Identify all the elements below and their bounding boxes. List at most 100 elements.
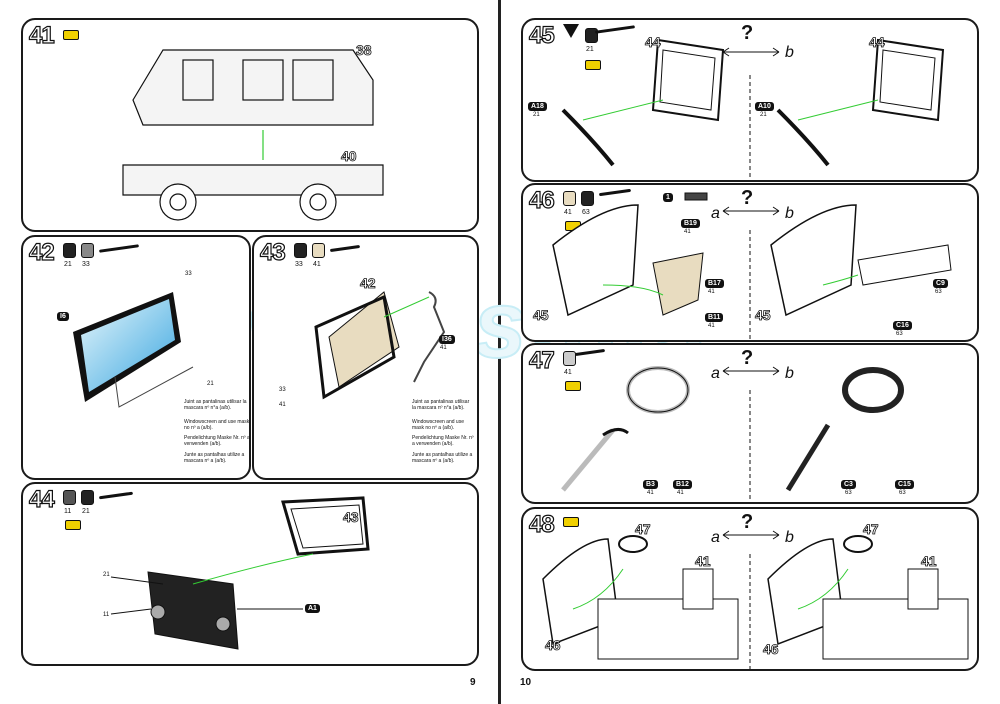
paint-number: 21: [64, 261, 72, 268]
callout-41: 41: [921, 553, 937, 570]
note-text: Pendelichtung Maske Nr. nº a verwenden (…: [412, 435, 474, 447]
windshield-illustration: [73, 292, 194, 408]
part-tag-b19: B19: [681, 219, 700, 228]
paint-callout: 63: [899, 490, 906, 496]
part-tag-c15: C15: [895, 480, 914, 489]
part-tag-b3: B3: [643, 480, 658, 489]
variant-b-label: b: [785, 529, 794, 546]
step-45-panel: 45 21 ? a b 44 44 A18 21 A10 21: [521, 18, 979, 182]
part-tag-c16: C16: [893, 321, 912, 330]
paint-callout: 63: [935, 289, 942, 295]
part-tag-b17: B17: [705, 279, 724, 288]
variant-a-label: a: [711, 205, 720, 222]
paint-number: 33: [295, 261, 303, 268]
note-text: Windowscreen and use mask no nº a (a/b).: [184, 419, 250, 431]
part-tag-i6: I6: [57, 312, 69, 321]
chassis-illustration: [122, 49, 384, 221]
note-text: Juint as pantalinas utilisar la mascara …: [412, 399, 470, 411]
callout-40: 40: [341, 148, 357, 165]
window-frame-illustration: [314, 291, 446, 400]
paint-pot-icon: [563, 351, 576, 366]
paint-number: 63: [582, 209, 590, 216]
paint-callout: 21: [533, 112, 540, 118]
paint-pot-icon: [294, 243, 307, 258]
paint-number: 33: [82, 261, 90, 268]
callout-47: 47: [863, 521, 879, 538]
paint-callout: 21: [207, 381, 214, 387]
paint-callout: 41: [279, 402, 286, 408]
tailgate-variants-illustration: [561, 38, 945, 180]
paint-callout: 41: [684, 229, 691, 235]
paint-pot-icon: [581, 191, 594, 206]
paint-pot-icon: [312, 243, 325, 258]
part-tag-a1: A1: [305, 604, 320, 613]
paint-number: 21: [82, 508, 90, 515]
note-text: Junte as pantalhas utilize a mascara nº …: [412, 452, 473, 464]
callout-47: 47: [635, 521, 651, 538]
variant-a-label: a: [711, 529, 720, 546]
variant-b-label: b: [785, 44, 794, 61]
paint-callout: 41: [708, 289, 715, 295]
step-48-panel: 48 ? a b 47 41 46 47 41 46: [521, 507, 979, 671]
paint-callout: 33: [185, 271, 192, 277]
callout-43: 43: [343, 509, 359, 526]
part-tag-a10: A10: [755, 102, 774, 111]
paint-callout: 41: [440, 345, 447, 351]
paint-callout: 21: [760, 112, 767, 118]
callout-46: 46: [545, 637, 561, 654]
paint-number: 41: [564, 209, 572, 216]
paint-callout: 63: [845, 490, 852, 496]
step-number: 48: [528, 510, 555, 538]
part-tag-b11: B11: [705, 313, 724, 322]
step-46-panel: 46 41 63 ? a b 45 45 1 B19 41 B17 41 B11…: [521, 183, 979, 342]
paint-callout: 41: [677, 490, 684, 496]
step-number: 43: [259, 238, 286, 266]
paint-callout: 33: [279, 387, 286, 393]
part-tag-a18: A18: [528, 102, 547, 111]
paint-pot-icon: [81, 490, 94, 505]
step-number: 45: [528, 21, 555, 49]
paint-callout: 41: [647, 490, 654, 496]
page-number-left: 9: [470, 677, 476, 688]
step-number: 46: [528, 186, 555, 214]
note-text: Windowscreen and use mask no nº a (a/b).: [412, 419, 464, 431]
note-text: Junte as pantalhas utilize a mascara nº …: [184, 452, 245, 464]
paint-number: 41: [564, 369, 572, 376]
glue-icon: [565, 381, 581, 391]
part-tag-c9: C9: [933, 279, 948, 288]
question-mark: ?: [741, 347, 754, 369]
callout-45: 45: [755, 307, 771, 324]
note-text: Juint as pantalinas utilisar la mascara …: [184, 399, 247, 411]
page-number-right: 10: [520, 677, 532, 688]
tailgate-illustration: [110, 496, 370, 650]
callout-41: 41: [695, 553, 711, 570]
callout-44: 44: [869, 34, 885, 51]
paint-callout: 11: [103, 612, 110, 618]
callout-46: 46: [763, 641, 779, 658]
paint-number: 21: [586, 46, 594, 53]
glue-icon: [563, 517, 579, 527]
glue-icon: [63, 30, 79, 40]
question-mark: ?: [741, 22, 754, 44]
variant-b-label: b: [785, 205, 794, 222]
dashboard-variants-illustration: [552, 192, 952, 340]
callout-42: 42: [360, 275, 376, 292]
step-44-panel: 44 11 21 43 21 11 A1: [21, 482, 479, 666]
warning-icon: [563, 24, 579, 38]
paint-callout: 63: [896, 331, 903, 337]
paint-pot-icon: [81, 243, 94, 258]
step-number: 41: [28, 21, 55, 49]
paint-number: 41: [313, 261, 321, 268]
variant-b-label: b: [785, 365, 794, 382]
paint-pot-icon: [585, 28, 598, 43]
step-number: 44: [28, 485, 55, 513]
page-spine: [498, 0, 501, 704]
part-tag-i36: I36: [439, 335, 455, 344]
note-text: Pendelichtung Maske Nr. nº a verwenden (…: [184, 435, 250, 447]
step-number: 42: [28, 238, 55, 266]
paint-number: 11: [64, 508, 72, 515]
interior-assembly-illustration: [542, 530, 969, 669]
part-tag-1: 1: [663, 193, 673, 202]
glue-icon: [585, 60, 601, 70]
part-tag-c3: C3: [841, 480, 856, 489]
